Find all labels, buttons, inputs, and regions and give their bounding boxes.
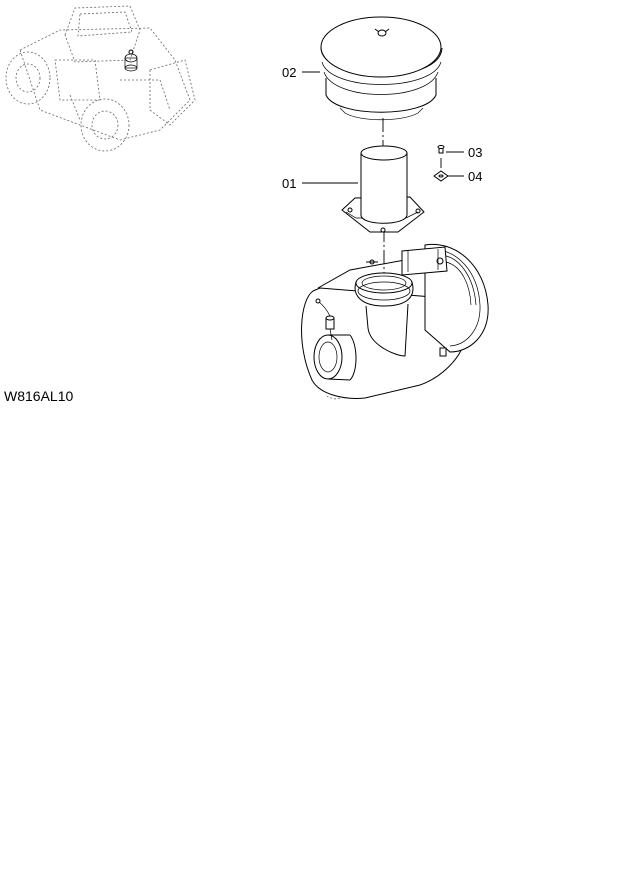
- callout-label-01: 01: [282, 176, 296, 191]
- callout-label-02: 02: [282, 65, 296, 80]
- air-cleaner-housing: [301, 243, 489, 400]
- drawing-code: W816AL10: [4, 388, 73, 404]
- intake-tube-part-01: [341, 145, 425, 233]
- washer-part-04: [433, 170, 449, 182]
- callout-label-03: 03: [468, 145, 482, 160]
- machine-locator-thumbnail: [5, 5, 196, 152]
- cap-part-02: [320, 16, 443, 121]
- callout-label-04: 04: [468, 169, 482, 184]
- restriction-indicator: [315, 298, 335, 341]
- wing-nut: [374, 28, 390, 37]
- bolt-part-03: [437, 145, 445, 154]
